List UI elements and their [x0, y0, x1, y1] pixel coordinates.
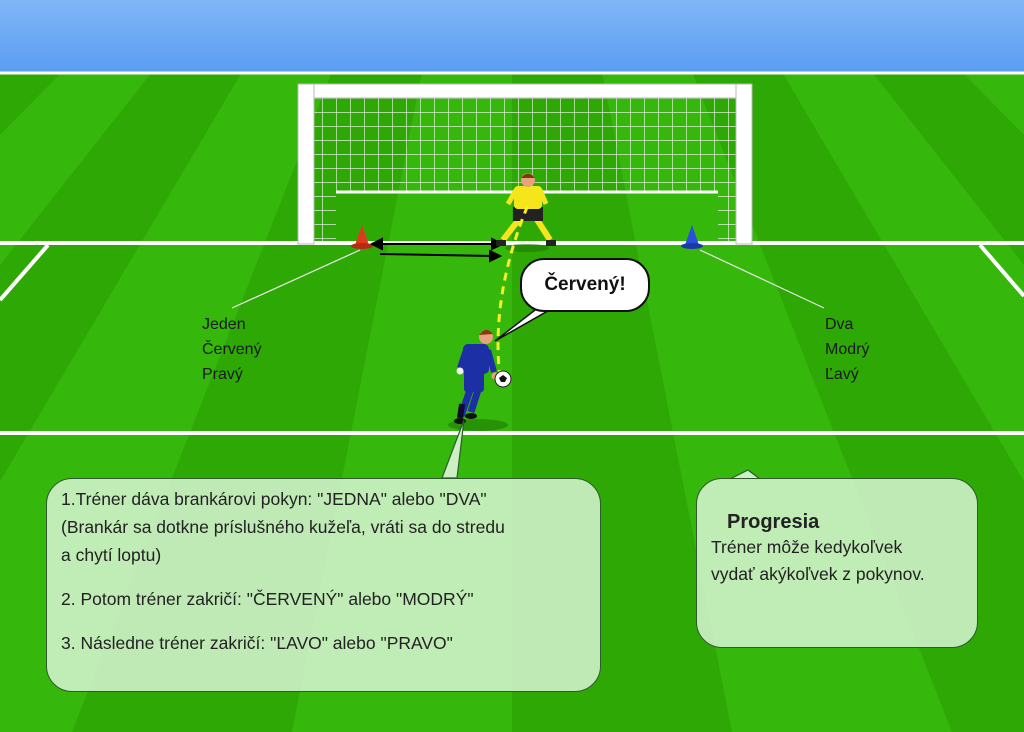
grass-stripe	[962, 72, 1024, 135]
goal-net-icon	[297, 83, 753, 245]
instruction-step1-line: a chytí loptu)	[61, 545, 162, 565]
red-cone-label: Jeden Červený Pravý	[202, 312, 262, 387]
blue-cone-label: Dva Modrý Ľavý	[825, 312, 869, 387]
blue-cone-icon	[681, 225, 703, 249]
instructions-panel: 1.Tréner dáva brankárovi pokyn: "JEDNA" …	[46, 478, 601, 692]
sky	[0, 0, 1024, 72]
progression-body: Tréner môže kedykoľvek vydať akýkoľvek z…	[711, 534, 925, 588]
instruction-step2: 2. Potom tréner zakričí: "ČERVENÝ" alebo…	[61, 589, 474, 609]
goalkeeper-movement-arrows	[369, 237, 505, 263]
blue-cone-label-line: Dva	[825, 316, 854, 333]
progression-title: Progresia	[727, 511, 820, 533]
ball-path	[496, 204, 530, 379]
speech-bubble: Červený!	[520, 258, 650, 312]
blue-cone-pointer	[699, 249, 825, 309]
right-box-side	[978, 243, 1024, 298]
red-cone-pointer	[231, 249, 361, 309]
instruction-step1-line: (Brankár sa dotkne príslušného kužeľa, v…	[61, 517, 505, 537]
blue-cone-label-line: Ľavý	[825, 366, 859, 383]
grass-stripe	[782, 72, 1024, 482]
blue-cone-label-line: Modrý	[825, 341, 870, 358]
grass-stripe	[0, 72, 152, 265]
instruction-step3: 3. Následne tréner zakričí: "ĽAVO" alebo…	[61, 633, 453, 653]
progression-panel: Progresia Tréner môže kedykoľvek vydať a…	[696, 478, 978, 648]
progression-line: Tréner môže kedykoľvek	[711, 537, 903, 557]
red-cone-label-line: Jeden	[202, 316, 246, 333]
red-cone-icon	[351, 225, 373, 249]
soccer-ball-icon	[494, 370, 512, 388]
red-cone-label-line: Červený	[202, 341, 262, 358]
progression-line: vydať akýkoľvek z pokynov.	[711, 564, 925, 584]
red-cone-label-line: Pravý	[202, 366, 243, 383]
left-box-side	[0, 243, 50, 302]
instruction-step1-line: 1.Tréner dáva brankárovi pokyn: "JEDNA" …	[61, 489, 487, 509]
goalkeeper-icon	[496, 173, 556, 252]
